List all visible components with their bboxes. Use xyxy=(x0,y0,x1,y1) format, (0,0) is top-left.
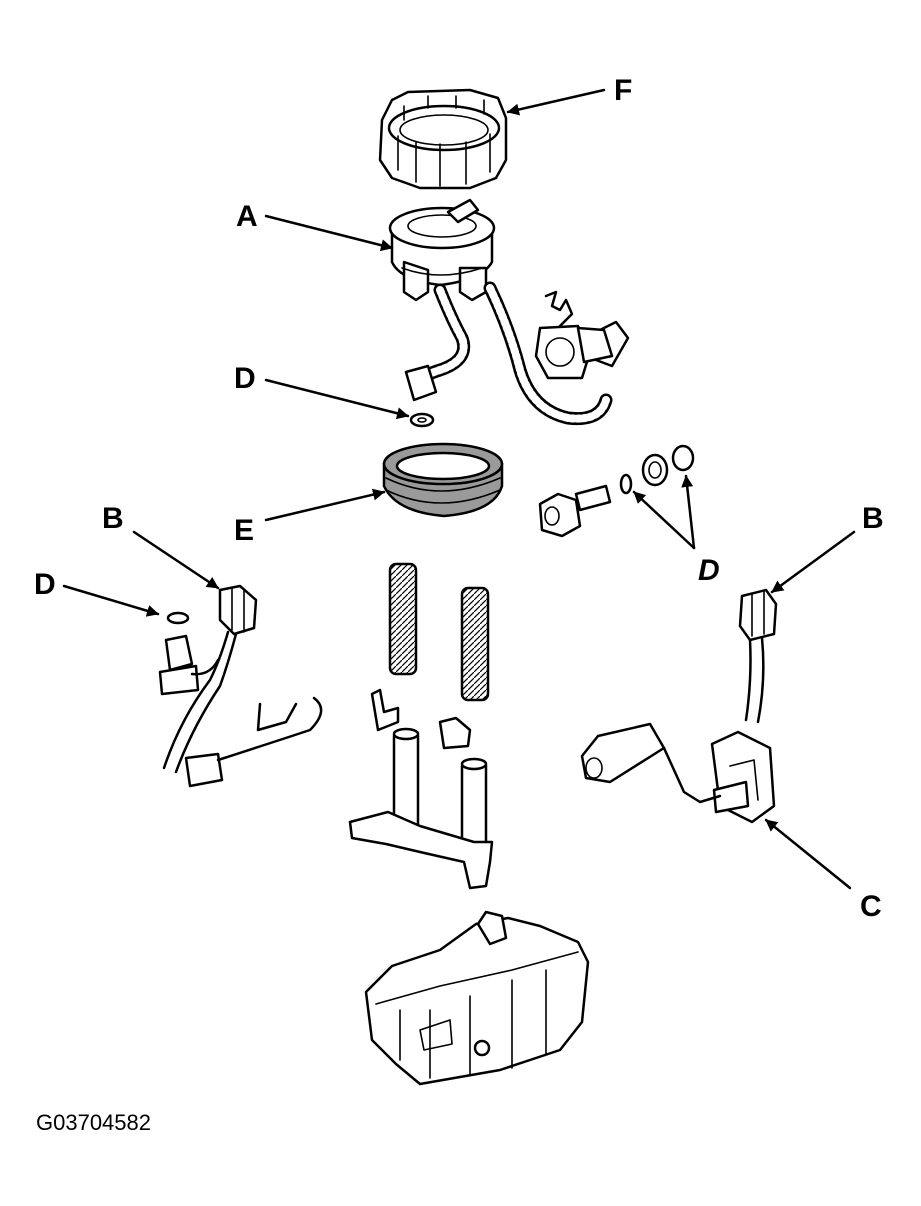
callout-b-left: B xyxy=(102,502,124,535)
spring-clip-right xyxy=(438,716,472,750)
sending-unit-harness-left xyxy=(158,584,323,788)
callout-b-right: B xyxy=(862,502,884,535)
spring-clip-left xyxy=(370,688,400,732)
reservoir-bracket-part xyxy=(348,727,494,890)
lock-ring-part xyxy=(378,88,508,190)
callout-d-upper: D xyxy=(234,362,256,395)
callout-d-right: D xyxy=(698,554,720,587)
callout-e: E xyxy=(234,514,254,547)
fuel-level-sensor-part xyxy=(580,588,778,824)
o-ring-left-part xyxy=(166,611,190,625)
callout-f: F xyxy=(614,74,632,107)
callout-a: A xyxy=(236,200,258,233)
o-ring-upper-part xyxy=(409,412,435,428)
pump-flange-part xyxy=(388,198,496,302)
fuel-line-fitting xyxy=(534,290,614,380)
callout-d-left: D xyxy=(34,568,56,601)
callout-c: C xyxy=(860,890,882,923)
outlet-fitting-part xyxy=(538,444,695,538)
diagram-id: G03704582 xyxy=(36,1110,151,1135)
tank-gasket-part xyxy=(382,442,504,518)
spring-right-part xyxy=(460,586,490,702)
spring-left-part xyxy=(388,562,418,676)
fuel-reservoir-part xyxy=(364,910,590,1086)
